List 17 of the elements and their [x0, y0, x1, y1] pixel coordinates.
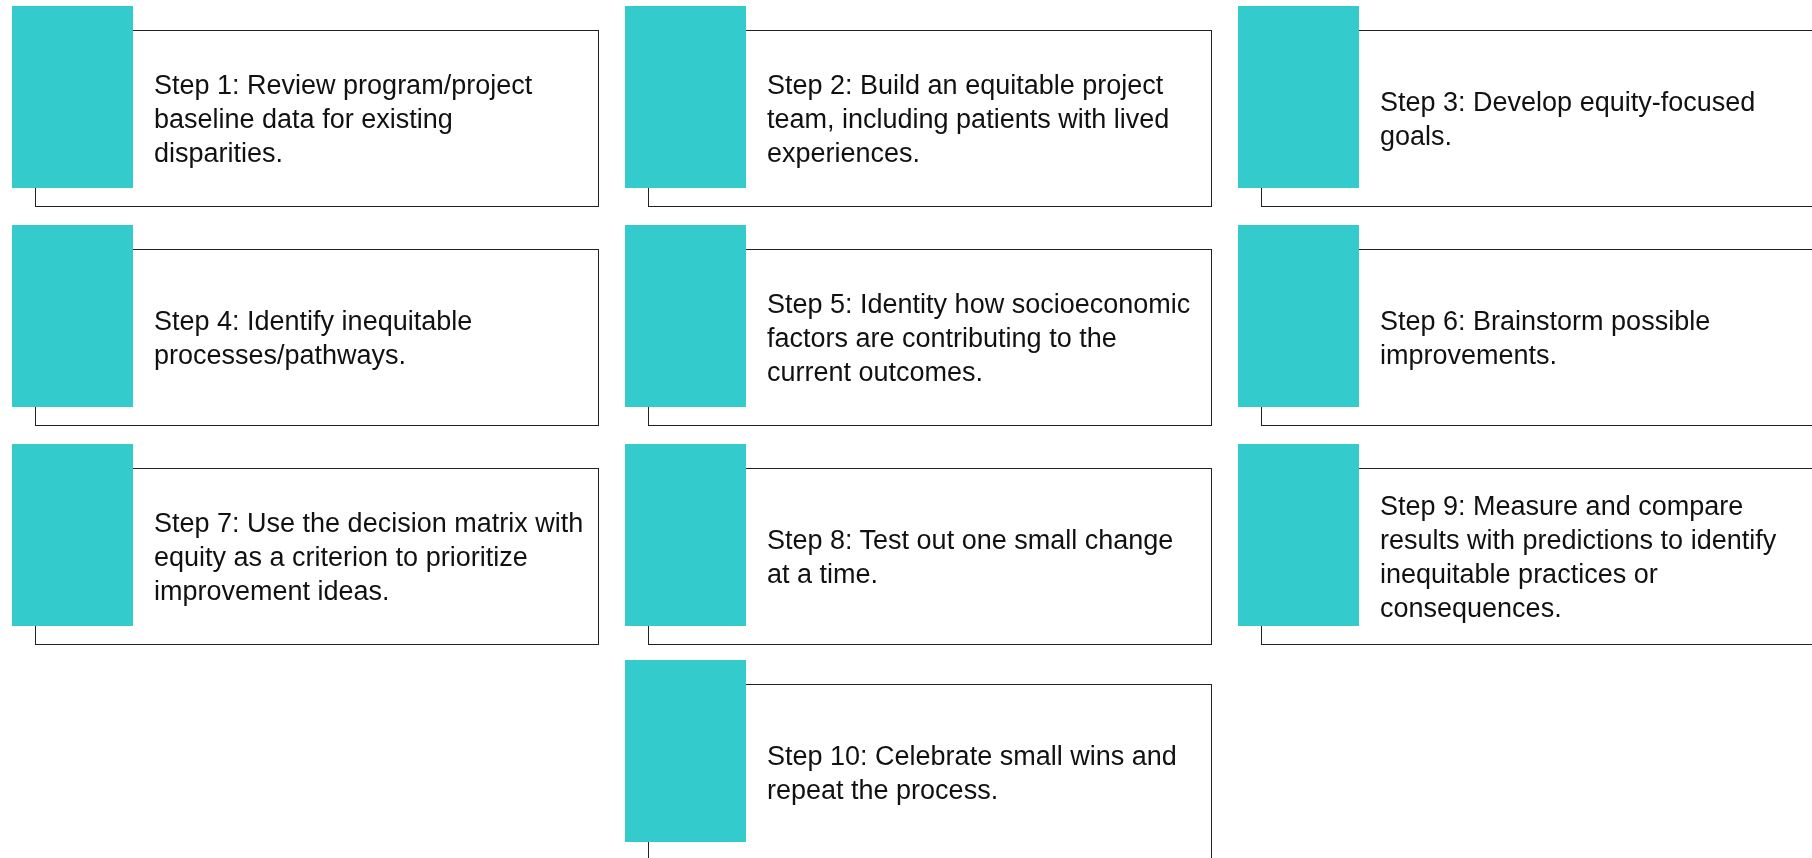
step-card — [12, 6, 599, 207]
step-text: Step 5: Identity how socioeconomic factors are contributing to the current outcomes. — [767, 287, 1192, 389]
step-card — [625, 225, 1212, 426]
step-card — [12, 225, 599, 426]
step-text: Step 3: Develop equity-focused goals. — [1380, 85, 1757, 153]
step-card — [625, 660, 1212, 858]
step-card — [12, 444, 599, 645]
step-text: Step 6: Brainstorm possible improvements. — [1380, 304, 1712, 372]
step-text: Step 10: Celebrate small wins and repeat the process. — [767, 739, 1178, 807]
step-card — [625, 444, 1212, 645]
step-text: Step 1: Review program/project baseline data for existing disparities. — [154, 68, 534, 170]
step-text: Step 4: Identify inequitable processes/pathways. — [154, 304, 474, 372]
step-text: Step 7: Use the decision matrix with equity as a criterion to prioritize improvement ideas. — [154, 506, 584, 608]
step-card — [625, 6, 1212, 207]
step-text: Step 2: Build an equitable project team, including patients with lived experiences. — [767, 68, 1171, 170]
step-text: Step 8: Test out one small change at a time. — [767, 523, 1175, 591]
step-text: Step 9: Measure and compare results with predictions to identify inequitable practices or consequences. — [1380, 489, 1778, 625]
